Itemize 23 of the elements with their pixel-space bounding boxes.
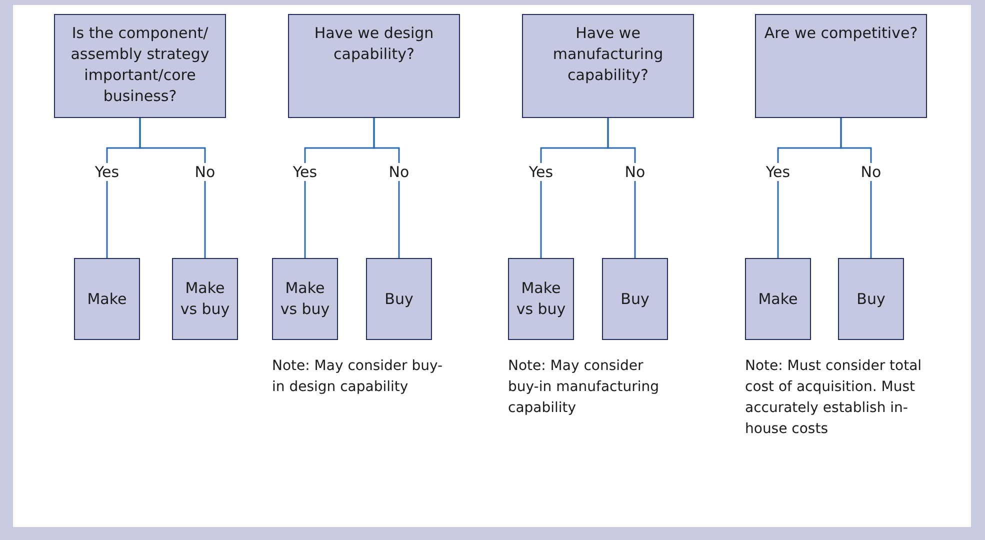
answer-box: Make vs buy xyxy=(172,258,238,340)
answer-box: Buy xyxy=(366,258,432,340)
answer-box: Make vs buy xyxy=(508,258,574,340)
question-box: Are we competitive? xyxy=(755,14,927,118)
note-text: Note: May consider buy-in manufacturing capability xyxy=(508,357,660,418)
connector-line xyxy=(373,118,400,258)
connector-line xyxy=(840,118,872,258)
note-text: Note: Must consider total cost of acquisition. Must accurately establish in-house costs xyxy=(745,357,923,439)
connector-line xyxy=(139,118,206,258)
answer-box: Make xyxy=(74,258,140,340)
edge-label: Yes xyxy=(526,163,556,181)
answer-box: Make xyxy=(745,258,811,340)
connector-line xyxy=(607,118,636,258)
note-text: Note: May consider buy-in design capability xyxy=(272,357,444,397)
answer-box: Buy xyxy=(602,258,668,340)
question-box: Have we design capability? xyxy=(288,14,460,118)
question-box: Is the component/ assembly strategy important/core business? xyxy=(54,14,226,118)
edge-label: Yes xyxy=(92,163,122,181)
answer-box: Make vs buy xyxy=(272,258,338,340)
answer-box: Buy xyxy=(838,258,904,340)
edge-label: Yes xyxy=(290,163,320,181)
edge-label: Yes xyxy=(764,163,792,181)
question-box: Have we manufacturing capability? xyxy=(522,14,694,118)
